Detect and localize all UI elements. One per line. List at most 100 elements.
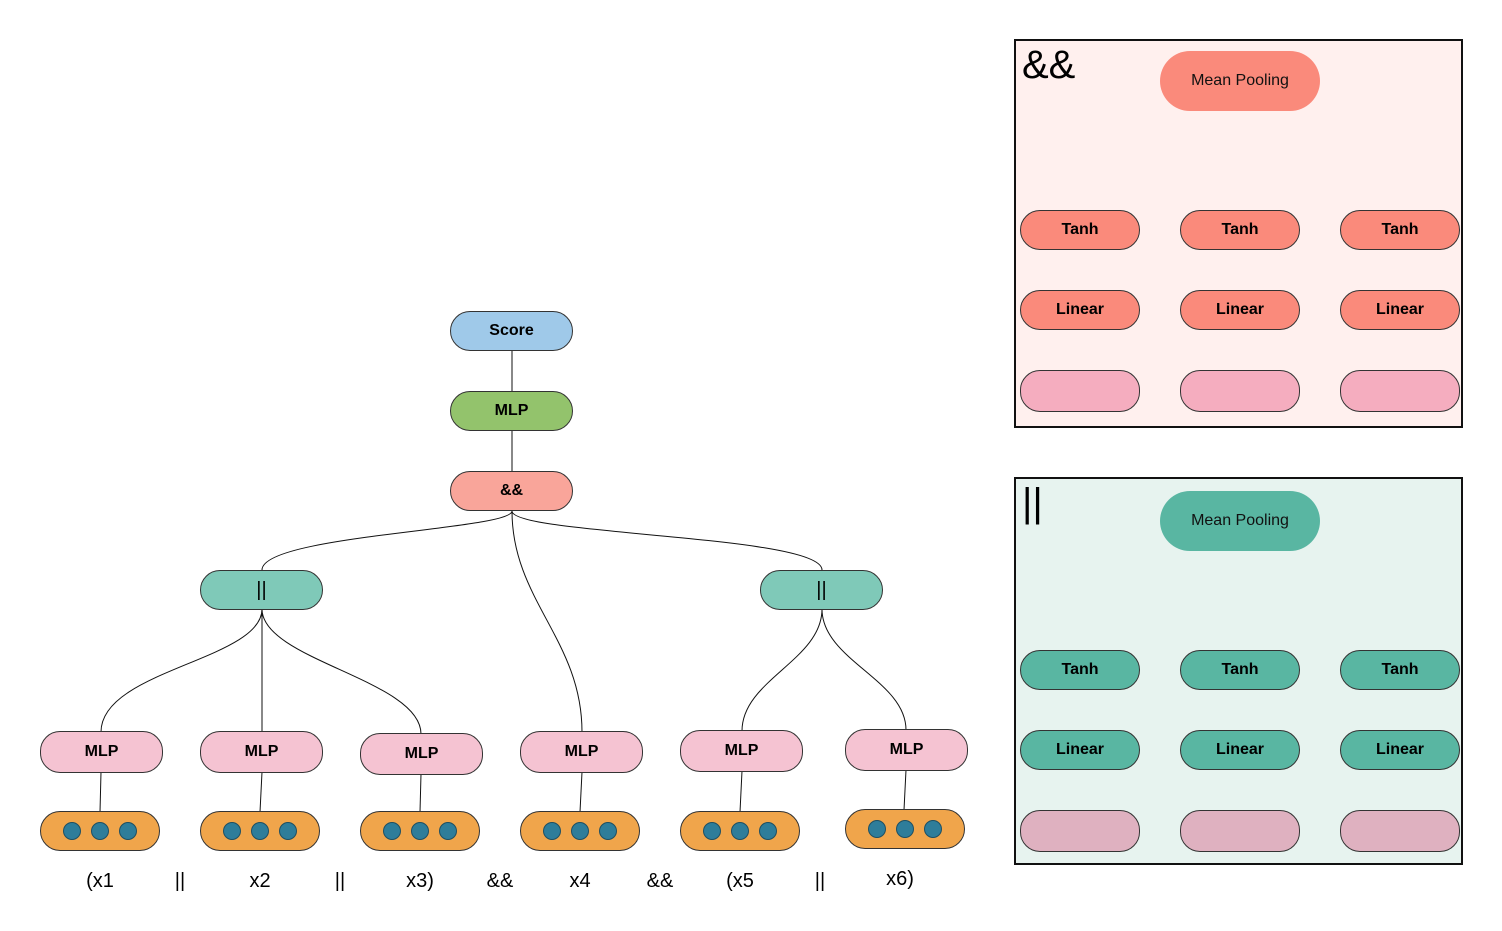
or-tanh-node-1: Tanh [1020, 650, 1140, 690]
score-node: Score [450, 311, 573, 351]
or-tanh-node-2: Tanh [1180, 650, 1300, 690]
and-tanh-node-2: Tanh [1180, 210, 1300, 250]
linear-label: Linear [1215, 301, 1264, 318]
embedding-x1 [40, 811, 160, 851]
leaf-mlp-label: MLP [564, 743, 599, 760]
leaf-mlp-label: MLP [84, 743, 119, 760]
and-linear-node-2: Linear [1180, 290, 1300, 330]
embedding-dot [868, 820, 886, 838]
leaf-mlp-label: MLP [724, 742, 759, 759]
score-label: Score [489, 322, 534, 339]
embedding-dot [731, 822, 749, 840]
linear-label: Linear [1215, 741, 1264, 758]
edge-or-mlp3 [261, 608, 422, 735]
embedding-dot [91, 822, 109, 840]
edge-or-mlp6 [821, 608, 907, 731]
embedding-dot [543, 822, 561, 840]
embedding-dot [119, 822, 137, 840]
leaf-mlp-4: MLP [520, 731, 643, 773]
token-x2: x2 [249, 870, 271, 892]
token-x6: x6) [886, 868, 914, 890]
edge-and-or-left [261, 510, 513, 571]
tanh-label: Tanh [1061, 661, 1099, 678]
and-linear-node-3: Linear [1340, 290, 1460, 330]
embedding-x5 [680, 811, 800, 851]
embedding-dot [759, 822, 777, 840]
embedding-x4 [520, 811, 640, 851]
embedding-dot [703, 822, 721, 840]
or-linear-node-3: Linear [1340, 730, 1460, 770]
linear-label: Linear [1055, 301, 1104, 318]
edge-and-mlp4 [511, 510, 583, 733]
leaf-mlp-3: MLP [360, 733, 483, 775]
token-x1: (x1 [86, 870, 114, 892]
or-input-node-2 [1180, 810, 1300, 852]
and-mean-pooling-node: Mean Pooling [1160, 51, 1320, 111]
token-x3: x3) [406, 870, 434, 892]
leaf-mlp-label: MLP [404, 745, 439, 762]
leaf-mlp-1: MLP [40, 731, 163, 773]
or-tanh-node-3: Tanh [1340, 650, 1460, 690]
and-tanh-node-1: Tanh [1020, 210, 1140, 250]
or-linear-node-2: Linear [1180, 730, 1300, 770]
tanh-label: Tanh [1381, 661, 1419, 678]
edge-or-mlp1 [100, 608, 263, 733]
embedding-x6 [845, 809, 965, 849]
edge-and-or-right [511, 510, 823, 571]
token-x4: x4 [569, 870, 591, 892]
embedding-dot [571, 822, 589, 840]
leaf-mlp-6: MLP [845, 729, 968, 771]
or-panel-title: || [1022, 481, 1043, 525]
embedding-dot [439, 822, 457, 840]
embedding-dot [599, 822, 617, 840]
linear-label: Linear [1055, 741, 1104, 758]
mean-pooling-label: Mean Pooling [1191, 72, 1289, 89]
embedding-dot [251, 822, 269, 840]
mean-pooling-label: Mean Pooling [1191, 512, 1289, 529]
edge-mlp1-emb [99, 771, 102, 813]
embedding-dot [411, 822, 429, 840]
embedding-x2 [200, 811, 320, 851]
and-node: && [450, 471, 573, 511]
linear-label: Linear [1375, 741, 1424, 758]
and-linear-node-1: Linear [1020, 290, 1140, 330]
token-and-2: && [646, 870, 674, 892]
top-mlp-node: MLP [450, 391, 573, 431]
tanh-label: Tanh [1221, 221, 1259, 238]
embedding-dot [383, 822, 401, 840]
token-x5: (x5 [726, 870, 754, 892]
and-input-node-3 [1340, 370, 1460, 412]
or-input-node-3 [1340, 810, 1460, 852]
edge-mlp6-emb [903, 769, 907, 811]
tanh-label: Tanh [1381, 221, 1419, 238]
embedding-x3 [360, 811, 480, 851]
edge-mlp4-emb [579, 771, 583, 813]
edge-or-mlp5 [741, 608, 823, 732]
embedding-dot [924, 820, 942, 838]
or-right-label: || [816, 578, 827, 601]
and-input-node-1 [1020, 370, 1140, 412]
embedding-dot [63, 822, 81, 840]
token-and-1: && [486, 870, 514, 892]
token-or-2: || [334, 870, 346, 892]
or-node-right: || [760, 570, 883, 610]
leaf-mlp-5: MLP [680, 730, 803, 772]
token-or-3: || [814, 870, 826, 892]
and-tanh-node-3: Tanh [1340, 210, 1460, 250]
and-panel-title: && [1022, 43, 1076, 87]
embedding-dot [896, 820, 914, 838]
token-or-1: || [174, 870, 186, 892]
or-mean-pooling-node: Mean Pooling [1160, 491, 1320, 551]
and-input-node-2 [1180, 370, 1300, 412]
or-linear-node-1: Linear [1020, 730, 1140, 770]
edge-mlp5-emb [739, 770, 743, 813]
tanh-label: Tanh [1221, 661, 1259, 678]
and-label: && [499, 482, 524, 499]
embedding-dot [279, 822, 297, 840]
leaf-mlp-2: MLP [200, 731, 323, 773]
edge-mlp3-emb [419, 773, 422, 813]
linear-label: Linear [1375, 301, 1424, 318]
or-left-label: || [256, 578, 267, 601]
tanh-label: Tanh [1061, 221, 1099, 238]
or-input-node-1 [1020, 810, 1140, 852]
